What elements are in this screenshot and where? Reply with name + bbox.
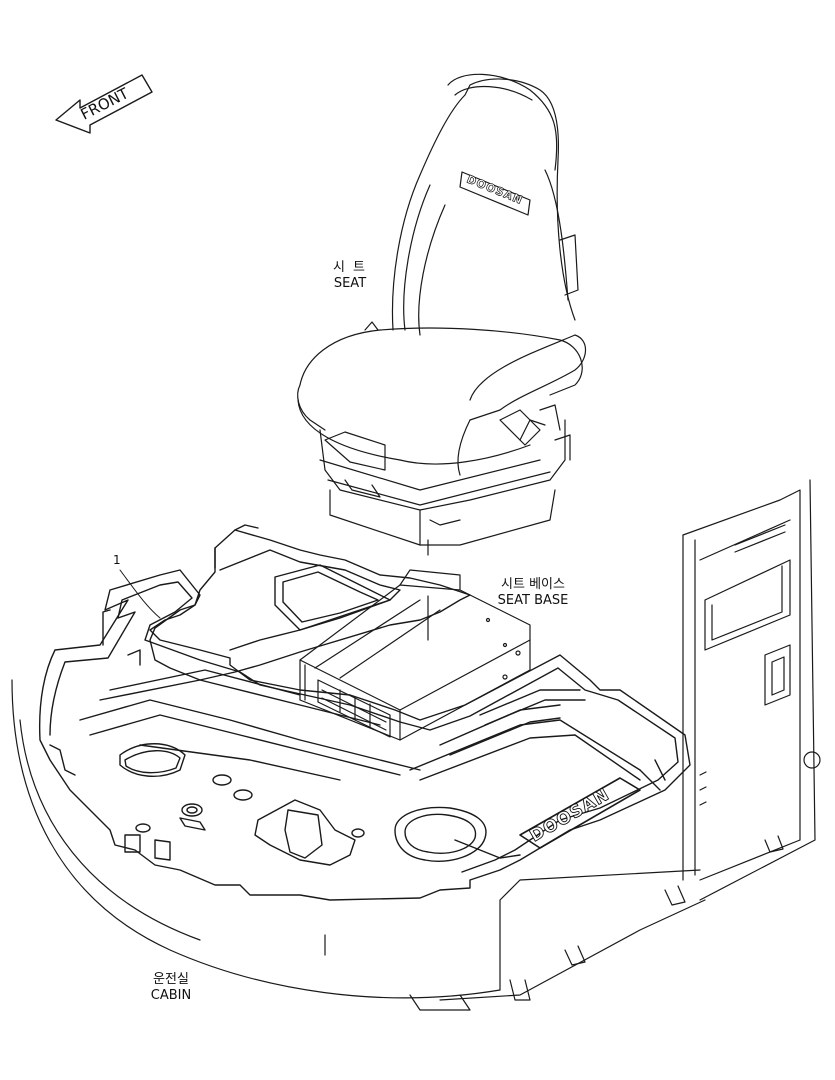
floor-doosan-emblem: DOOSAN xyxy=(519,777,641,849)
front-arrow: FRONT xyxy=(55,74,153,134)
seat xyxy=(297,73,587,556)
cabin-label-ko: 운전실 xyxy=(153,972,189,987)
seat-label: 시 트 SEAT xyxy=(318,260,382,292)
floor-mat xyxy=(38,524,691,901)
seat-label-ko: 시 트 xyxy=(332,260,368,275)
cabin-shell xyxy=(11,479,821,1011)
cabin-label: 운전실 CABIN xyxy=(136,972,206,1004)
seat-base-box xyxy=(299,569,531,741)
callout-number-1: 1 xyxy=(113,553,121,567)
seat-base-label: 시트 베이스 SEAT BASE xyxy=(478,577,588,609)
seat-base-label-en: SEAT BASE xyxy=(497,593,569,608)
seat-label-en: SEAT xyxy=(333,276,367,291)
seat-base-label-ko: 시트 베이스 xyxy=(501,577,565,592)
cabin-label-en: CABIN xyxy=(150,988,192,1003)
floor-brand-mark: DOOSAN xyxy=(527,785,614,847)
callout-leader-1 xyxy=(119,569,161,619)
